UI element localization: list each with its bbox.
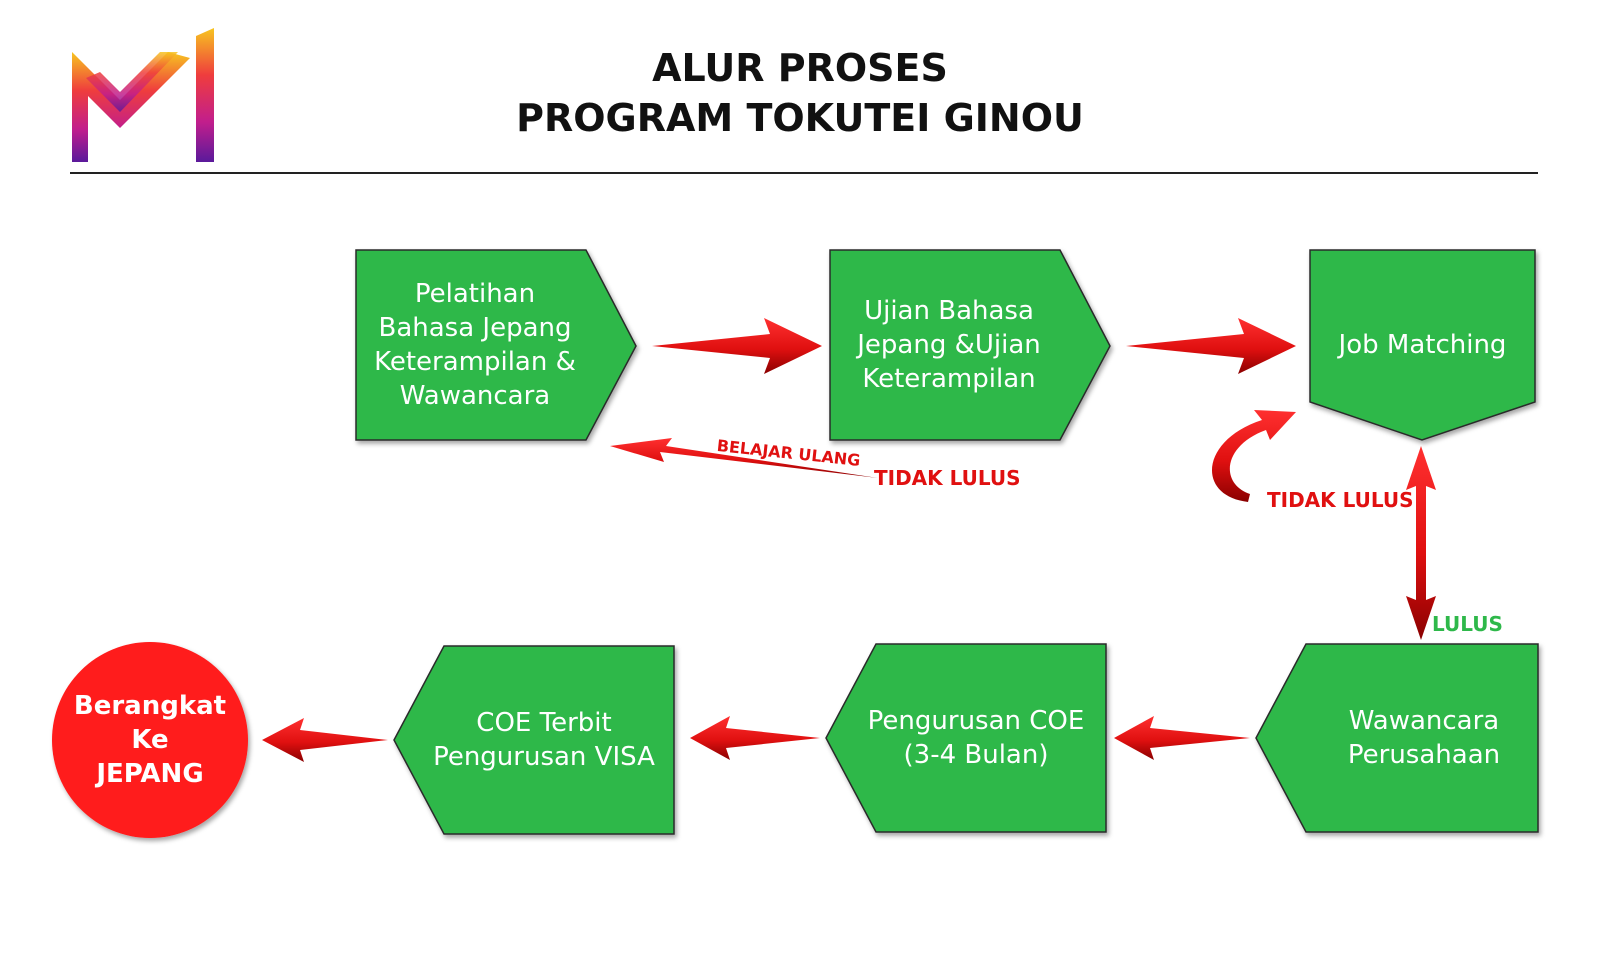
page-title-line1: ALUR PROSES [652, 46, 948, 90]
step-label-coe-terbit: COE Terbit Pengurusan VISA [433, 708, 655, 772]
arrow-visa-to-end [262, 718, 388, 762]
tidak-lulus-label-2: TIDAK LULUS [1267, 488, 1414, 512]
page-title-line2: PROGRAM TOKUTEI GINOU [516, 96, 1084, 140]
end-label: Berangkat Ke JEPANG [73, 691, 227, 789]
step-label-ujian: Ujian Bahasa Jepang &Ujian Keterampilan [857, 296, 1041, 394]
step-box-pengurusan-coe [825, 643, 1107, 833]
step-label-pelatihan: Pelatihan Bahasa Jepang Keterampilan & W… [374, 279, 576, 411]
arrow-ujian-to-job [1126, 318, 1296, 374]
arrow-wawancara-to-coe [1114, 716, 1250, 760]
tidak-lulus-label-1: TIDAK LULUS [874, 466, 1021, 490]
m-logo-icon [72, 28, 214, 162]
step-label-pengurusan-coe: Pengurusan COE (3-4 Bulan) [867, 706, 1085, 770]
step-label-wawancara: Wawancara Perusahaan [1347, 706, 1501, 770]
step-label-job-matching: Job Matching [1338, 330, 1507, 360]
header-divider [70, 172, 1538, 174]
step-box-pelatihan [355, 249, 637, 441]
arrow-coe-to-visa [690, 716, 820, 760]
arrow-pelatihan-to-ujian [652, 318, 822, 374]
lulus-label: LULUS [1432, 612, 1503, 636]
arrow-retry-curve [1211, 410, 1296, 502]
step-box-wawancara [1255, 643, 1539, 833]
end-circle [52, 642, 248, 838]
step-box-ujian [829, 249, 1111, 441]
step-box-job-matching [1309, 249, 1536, 441]
step-box-coe-terbit [393, 645, 675, 835]
arrow-belajar-ulang [610, 438, 878, 478]
arrow-job-wawancara-double [1406, 446, 1436, 640]
